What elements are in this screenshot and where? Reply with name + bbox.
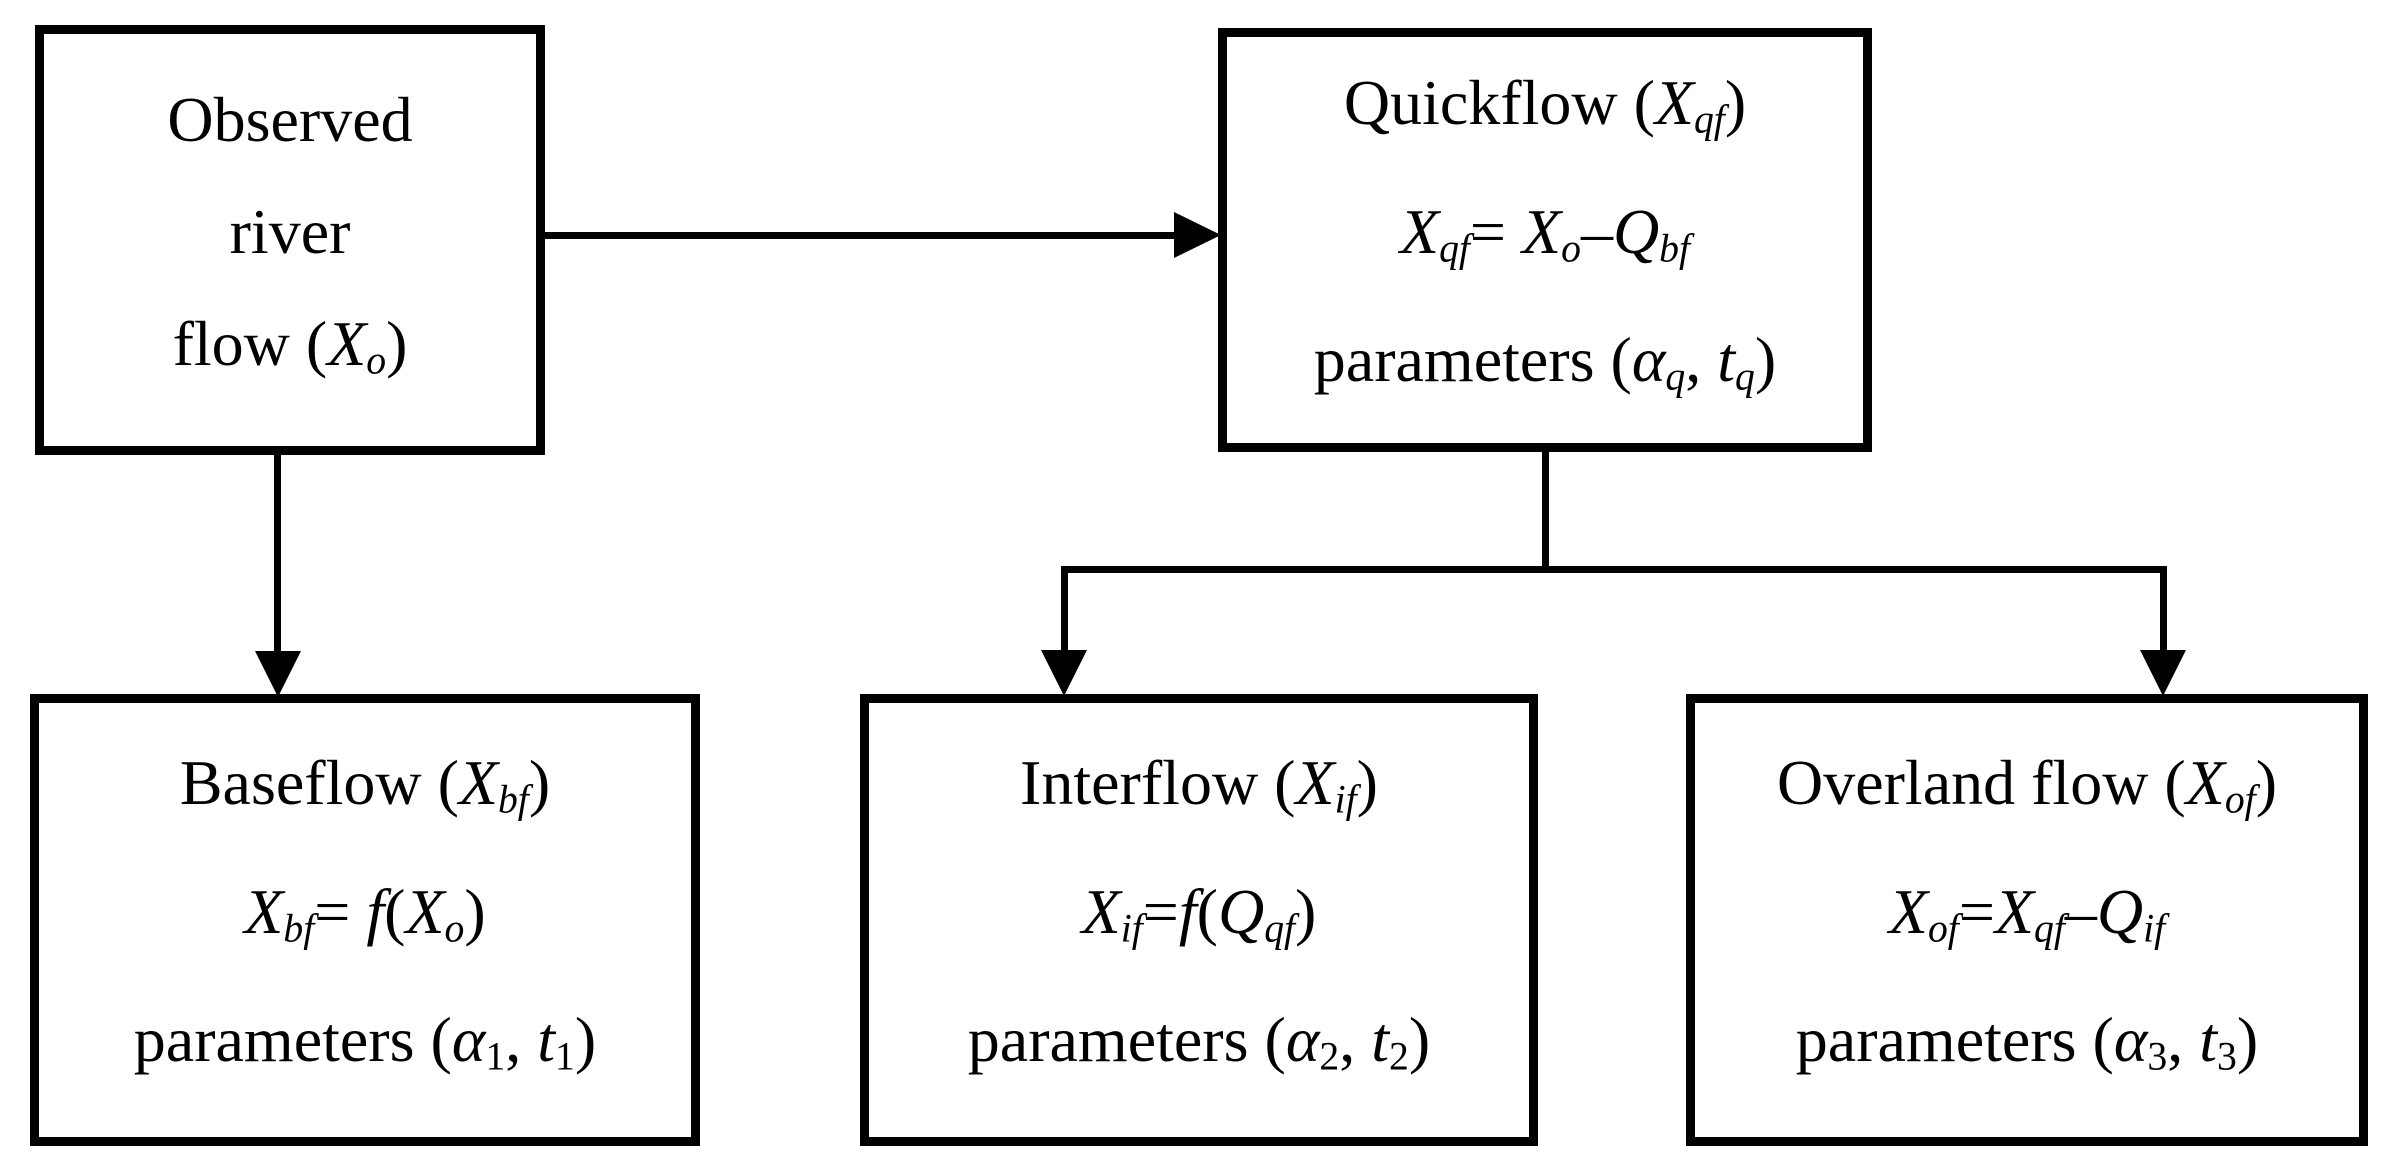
box-text-line: Quickflow (Xqf) (1343, 66, 1747, 142)
arrowhead-right-icon (1174, 212, 1221, 258)
flowchart-box-overland-flow: Overland flow (Xof) Xof=Xqf–Qif parameters… (1686, 694, 2368, 1146)
box-text-line: Xbf= f(Xo) (244, 875, 486, 951)
arrow-quickflow-to-interflow-shaft (1061, 566, 1068, 656)
flowchart-box-quickflow: Quickflow (Xqf) Xqf= Xo–Qbf parameters (αq… (1218, 28, 1872, 452)
box-text-line: parameters (α2, t2) (967, 1004, 1431, 1080)
box-text-line: flow (Xo) (172, 307, 408, 383)
arrow-quickflow-to-overland-shaft (2160, 566, 2167, 656)
flowchart-box-observed-river-flow: Observed river flow (Xo) (35, 25, 545, 455)
box-text-line: parameters (αq, tq) (1313, 324, 1777, 400)
box-text-line: Interflow (Xif) (1020, 746, 1378, 822)
quickflow-branch-bar (1061, 566, 2167, 573)
arrow-observed-to-baseflow-shaft (274, 452, 281, 657)
box-text-line: Overland flow (Xof) (1776, 746, 2277, 822)
box-text-line: Xif=f(Qqf) (1081, 875, 1317, 951)
box-text-line: Baseflow (Xbf) (179, 746, 551, 822)
flowchart-box-baseflow: Baseflow (Xbf) Xbf= f(Xo) parameters (α1, … (30, 694, 700, 1146)
quickflow-branch-stem (1542, 450, 1549, 573)
arrowhead-down-icon (2140, 650, 2186, 696)
flowchart-box-interflow: Interflow (Xif) Xif=f(Qqf) parameters (α2,… (860, 694, 1538, 1146)
arrowhead-down-icon (1041, 650, 1087, 696)
arrowhead-down-icon (255, 651, 301, 697)
box-text-line: river (229, 195, 351, 267)
box-text-line: Xqf= Xo–Qbf (1399, 195, 1691, 271)
arrow-observed-to-quickflow-shaft (545, 232, 1175, 239)
box-text-line: Xof=Xqf–Qif (1888, 875, 2166, 951)
box-text-line: parameters (α1, t1) (133, 1004, 597, 1080)
box-text-line: Observed (167, 83, 413, 155)
box-text-line: parameters (α3, t3) (1795, 1004, 2259, 1080)
